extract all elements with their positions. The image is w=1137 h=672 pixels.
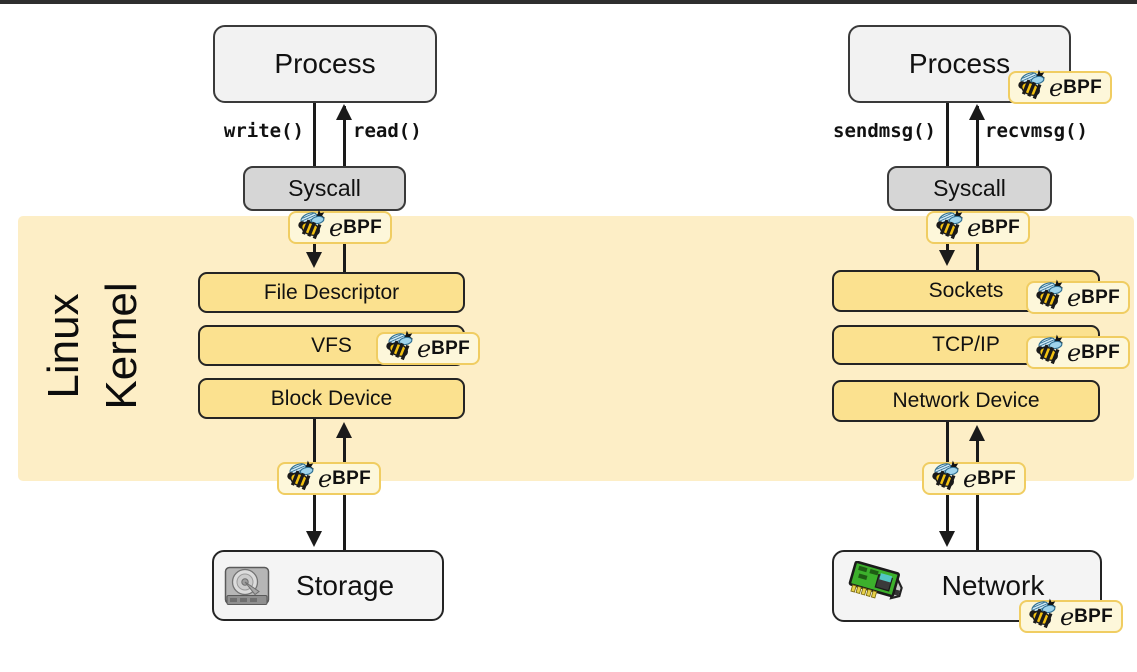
right-up-line-syscall-process [976,106,979,166]
ebpf-label-bpf: BPF [1063,77,1103,98]
left-process-box: Process [213,25,437,103]
ebpf-label-e: e [1066,283,1082,312]
ebpf-bee-icon [386,330,416,358]
hard-disk-icon [224,566,270,605]
network-label: Network [941,570,1045,601]
left-up-line-syscall-process [343,106,346,166]
ebpf-label-e: e [1048,73,1064,102]
right-layer-network-device: Network Device [832,380,1100,422]
ebpf-bee-icon [932,460,962,488]
ebpf-label-e: e [1066,338,1082,367]
left-syscall-label: Syscall [288,175,361,201]
right-down-arrowhead-into-network [939,531,955,547]
left-read-call-label: read() [353,120,422,142]
ebpf-label-bpf: BPF [977,468,1017,489]
ebpf-label-e: e [1059,602,1075,631]
ebpf-label-bpf: BPF [1081,342,1121,363]
right-process-label: Process [908,48,1011,79]
vfs-label: VFS [311,333,352,357]
left-process-label: Process [274,48,376,79]
ebpf-bee-icon [298,209,328,237]
network-box: Network [832,550,1102,622]
ebpf-label-e: e [966,213,982,242]
left-syscall-box: Syscall [243,166,406,211]
top-border-strip [0,0,1137,4]
ebpf-label-e: e [328,213,344,242]
storage-box: Storage [212,550,444,621]
left-up-arrowhead-into-block-device [336,422,352,438]
right-recvmsg-call-label: recvmsg() [985,120,1088,142]
storage-label: Storage [295,569,395,601]
ebpf-label-bpf: BPF [332,468,372,489]
ebpf-label-e: e [317,464,333,493]
left-down-line-process-syscall [313,103,316,166]
left-down-arrowhead-into-fd [306,252,322,268]
left-layer-block-device: Block Device [198,378,465,419]
ebpf-bee-icon [1036,334,1066,362]
network-device-label: Network Device [892,389,1040,412]
left-down-arrowhead-into-storage [306,531,322,547]
kernel-label-line-1: Linux [38,293,88,399]
ebpf-label-e: e [962,464,978,493]
right-sendmsg-call-label: sendmsg() [833,120,936,142]
block-device-label: Block Device [270,386,393,410]
file-descriptor-label: File Descriptor [263,280,400,304]
left-write-call-label: write() [223,120,304,142]
ebpf-label-bpf: BPF [1081,287,1121,308]
ebpf-label-bpf: BPF [981,217,1021,238]
right-syscall-label: Syscall [933,175,1006,201]
ebpf-label-bpf: BPF [343,217,383,238]
ebpf-bee-icon [1029,598,1059,626]
right-down-line-process-syscall [946,103,949,166]
ebpf-label-e: e [416,334,432,363]
kernel-label-line-2: Kernel [97,282,146,410]
right-up-line-network-netdev [976,440,979,550]
tcpip-label: TCP/IP [932,333,1000,356]
ebpf-label-bpf: BPF [1074,606,1114,627]
ebpf-bee-icon [287,460,317,488]
sockets-label: Sockets [928,279,1004,302]
right-up-arrowhead-into-network-device [969,425,985,441]
network-card-icon [846,561,907,606]
left-layer-file-descriptor: File Descriptor [198,272,465,313]
ebpf-bee-icon [936,209,966,237]
ebpf-bee-icon [1036,279,1066,307]
left-up-arrowhead-into-process [336,104,352,120]
linux-kernel-label: Linux Kernel [35,282,151,409]
right-syscall-box: Syscall [887,166,1052,211]
right-down-arrowhead-into-sockets [939,250,955,266]
ebpf-bee-icon [1018,69,1048,97]
right-up-arrowhead-into-process [969,104,985,120]
ebpf-label-bpf: BPF [431,338,471,359]
